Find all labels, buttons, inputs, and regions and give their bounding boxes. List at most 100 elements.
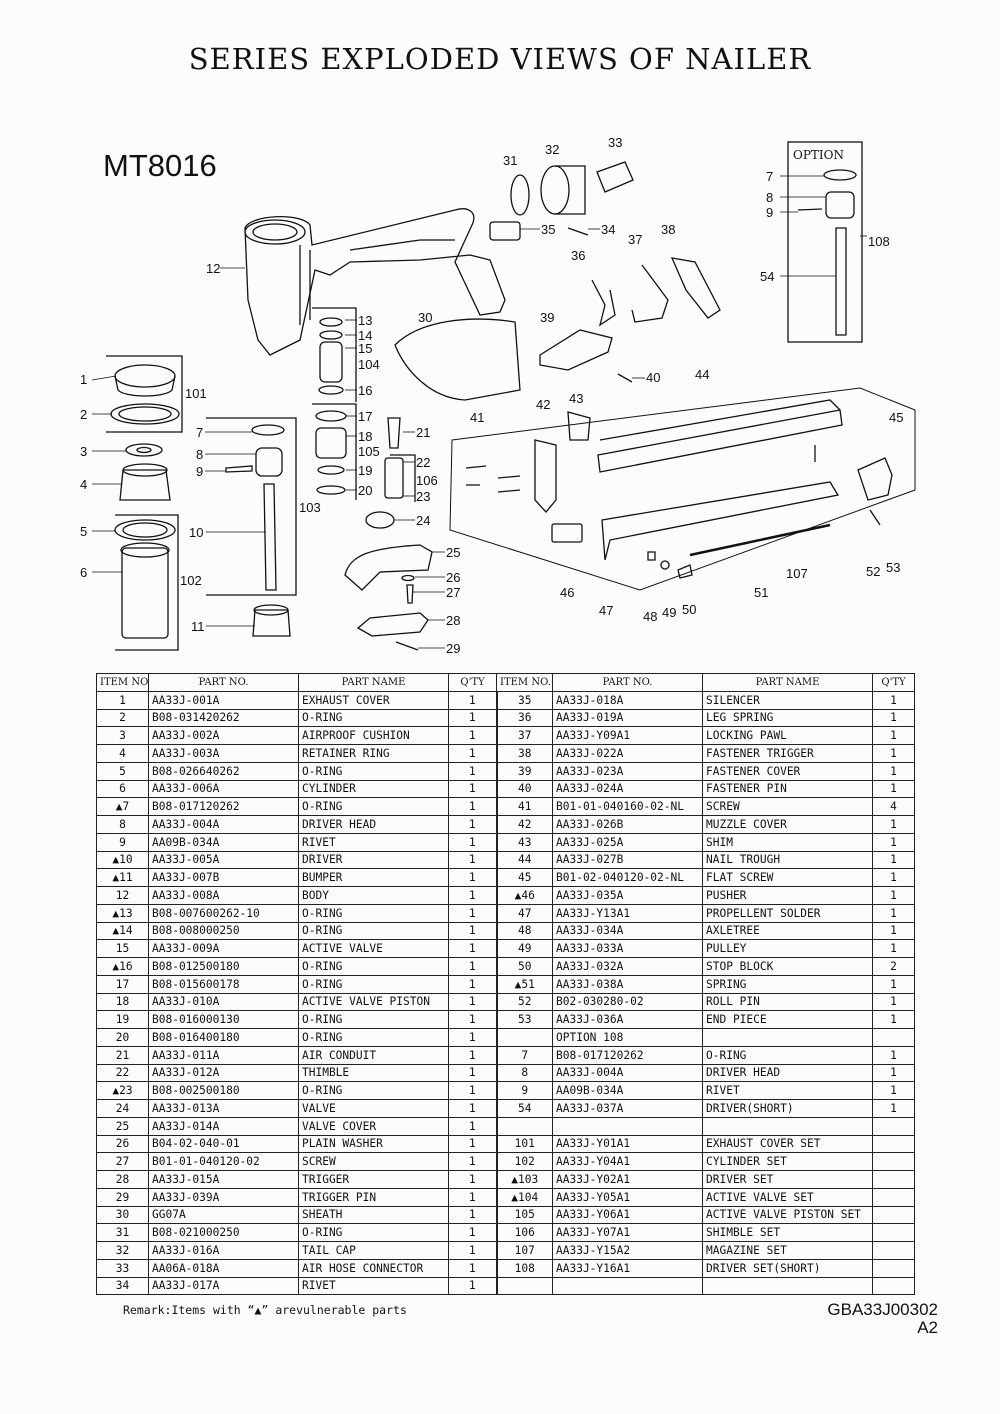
item-no-cell: 5 (96, 761, 149, 781)
callout-29: 29 (446, 641, 460, 656)
part-no-cell: AA33J-013A (148, 1099, 299, 1118)
part-name-cell: O-RING (298, 708, 449, 728)
header-qty: Q'TY (448, 673, 497, 692)
callout-25: 25 (446, 545, 460, 560)
part-no-cell: AA33J-010A (148, 992, 299, 1012)
qty-cell: 1 (448, 1116, 497, 1136)
part-name-cell: DRIVER HEAD (298, 815, 449, 834)
item-no-cell: 39 (495, 761, 553, 781)
item-no-cell: ▲10 (96, 850, 149, 870)
callout-40: 40 (646, 370, 660, 385)
callout-35: 35 (541, 222, 555, 237)
part-no-cell: AA33J-033A (552, 939, 703, 958)
item-no-cell: 38 (495, 744, 553, 763)
qty-cell: 1 (448, 726, 497, 745)
item-no-cell: 30 (96, 1205, 149, 1225)
qty-cell: 4 (872, 797, 915, 816)
item-no-cell: ▲46 (495, 886, 553, 905)
part-name-cell: ROLL PIN (702, 992, 873, 1012)
item-no-cell: 3 (96, 726, 149, 745)
part-no-cell: GG07A (148, 1205, 299, 1225)
page-title: SERIES EXPLODED VIEWS OF NAILER (188, 42, 812, 76)
part-name-cell: PLAIN WASHER (298, 1134, 449, 1154)
qty-cell: 1 (448, 1134, 497, 1154)
item-no-cell: 52 (495, 992, 553, 1012)
callout-12: 12 (206, 261, 220, 276)
part-name-cell: O-RING (298, 761, 449, 781)
header-part-name: PART NAME (298, 673, 449, 692)
part-no-cell: B08-017120262 (148, 797, 299, 816)
part-name-cell: O-RING (298, 1223, 449, 1242)
part-no-cell: B08-026640262 (148, 761, 299, 781)
part-no-cell: B08-015600178 (148, 974, 299, 994)
callout-8: 8 (196, 447, 203, 462)
part-name-cell: RIVET (702, 1081, 873, 1100)
part-name-cell: DRIVER SET (702, 1170, 873, 1189)
qty-cell: 1 (872, 974, 915, 994)
part-name-cell: CYLINDER (298, 779, 449, 799)
part-name-cell: O-RING (702, 1045, 873, 1065)
part-no-cell: AA33J-004A (552, 1063, 703, 1083)
qty-cell: 1 (872, 708, 915, 728)
callout-21: 21 (416, 425, 430, 440)
part-name-cell: O-RING (298, 921, 449, 941)
item-no-cell: 108 (495, 1258, 553, 1278)
part-name-cell: FASTENER PIN (702, 779, 873, 799)
callout-48: 48 (643, 609, 657, 624)
part-no-cell: AA33J-014A (148, 1116, 299, 1136)
part-no-cell: AA33J-Y16A1 (552, 1258, 703, 1278)
qty-cell: 1 (872, 832, 915, 852)
item-no-cell: 48 (495, 921, 553, 941)
callout-30: 30 (418, 310, 432, 325)
part-name-cell: RIVET (298, 1276, 449, 1296)
item-no-cell (495, 1116, 553, 1136)
part-no-cell: B01-01-040160-02-NL (552, 797, 703, 816)
part-no-cell: AA33J-024A (552, 779, 703, 799)
part-no-cell: AA33J-Y04A1 (552, 1152, 703, 1171)
part-no-cell: AA33J-038A (552, 974, 703, 994)
part-name-cell: AIR HOSE CONNECTOR (298, 1258, 449, 1278)
part-name-cell: THIMBLE (298, 1063, 449, 1083)
part-no-cell: AA33J-026B (552, 815, 703, 834)
callout-19: 19 (358, 463, 372, 478)
qty-cell: 1 (872, 815, 915, 834)
callout-105: 105 (358, 444, 380, 459)
item-no-cell: 54 (495, 1099, 553, 1118)
item-no-cell: 107 (495, 1241, 553, 1260)
item-no-cell: 25 (96, 1116, 149, 1136)
part-name-cell: SPRING (702, 974, 873, 994)
part-name-cell: FASTENER TRIGGER (702, 744, 873, 763)
item-no-cell: 6 (96, 779, 149, 799)
part-no-cell: AA33J-004A (148, 815, 299, 834)
callout-33: 33 (608, 135, 622, 150)
callout-6: 6 (80, 565, 87, 580)
part-no-cell: B08-002500180 (148, 1081, 299, 1100)
part-no-cell: B08-016400180 (148, 1028, 299, 1047)
callout-36: 36 (571, 248, 585, 263)
part-no-cell: AA33J-012A (148, 1063, 299, 1083)
part-name-cell: NAIL TROUGH (702, 850, 873, 870)
item-no-cell: 21 (96, 1045, 149, 1065)
qty-cell: 1 (448, 1045, 497, 1065)
part-no-cell: AA09B-034A (552, 1081, 703, 1100)
qty-cell: 1 (448, 921, 497, 941)
item-no-cell: ▲51 (495, 974, 553, 994)
part-no-cell: AA33J-Y06A1 (552, 1205, 703, 1225)
part-no-cell: AA33J-025A (552, 832, 703, 852)
part-no-cell: B04-02-040-01 (148, 1134, 299, 1154)
part-name-cell: FASTENER COVER (702, 761, 873, 781)
qty-cell: 1 (448, 957, 497, 976)
callout-31: 31 (503, 153, 517, 168)
qty-cell: 1 (872, 744, 915, 763)
callout-7: 7 (196, 425, 203, 440)
part-name-cell: BUMPER (298, 868, 449, 887)
callout-9: 9 (196, 464, 203, 479)
